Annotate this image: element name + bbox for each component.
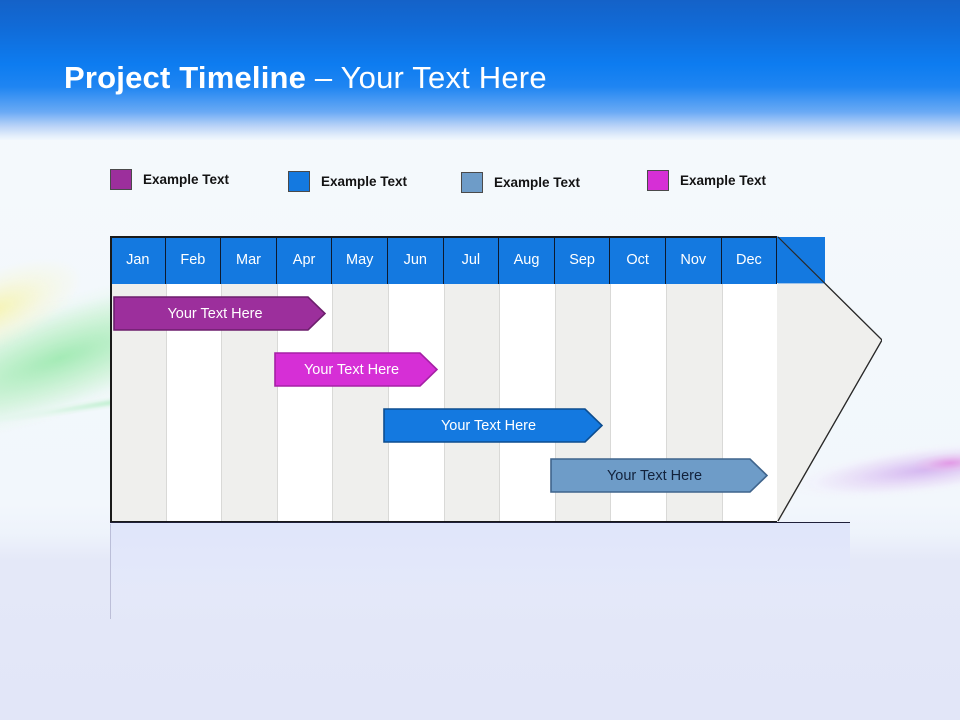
month-header-dec[interactable]: Dec bbox=[721, 236, 778, 284]
title-light: – Your Text Here bbox=[306, 60, 547, 95]
month-header-label: Mar bbox=[235, 251, 261, 268]
gantt-column-separator bbox=[721, 284, 723, 522]
task-bar-4[interactable]: Your Text Here bbox=[550, 458, 768, 493]
legend-swatch-icon-1 bbox=[110, 169, 132, 190]
gantt-column-separator bbox=[666, 284, 667, 522]
gantt-column-separator bbox=[388, 284, 389, 522]
timeline-arrow-head bbox=[777, 236, 882, 522]
month-header-label: May bbox=[345, 251, 374, 268]
legend-label-1: Example Text bbox=[143, 172, 230, 187]
month-header-label: Aug bbox=[513, 251, 540, 268]
task-bar-3[interactable]: Your Text Here bbox=[383, 408, 603, 443]
month-header-label: Oct bbox=[626, 251, 649, 268]
month-header-label: Jul bbox=[461, 251, 481, 268]
gantt-column-separator bbox=[554, 284, 556, 522]
month-header-jul[interactable]: Jul bbox=[443, 236, 500, 284]
gantt-column-separator bbox=[276, 284, 278, 522]
month-header-nov[interactable]: Nov bbox=[666, 236, 722, 284]
gantt-column-separator bbox=[221, 284, 223, 522]
legend-label-4: Example Text bbox=[680, 173, 767, 188]
header-banner bbox=[0, 0, 960, 140]
month-header-label: Apr bbox=[292, 251, 316, 268]
month-header-label: Jun bbox=[403, 251, 427, 268]
slide-title: Project Timeline – Your Text Here bbox=[64, 60, 547, 96]
month-header-jun[interactable]: Jun bbox=[388, 236, 444, 284]
gantt-column-separator bbox=[499, 284, 501, 522]
task-bar-shape bbox=[383, 408, 603, 443]
task-bar-shape bbox=[550, 458, 768, 493]
legend-swatch-icon-2 bbox=[288, 171, 310, 192]
legend-label-3: Example Text bbox=[494, 175, 581, 190]
gantt-column-separator bbox=[443, 284, 445, 522]
month-header-apr[interactable]: Apr bbox=[276, 236, 333, 284]
decorative-pink-swoosh bbox=[903, 441, 960, 485]
gantt-frame-left bbox=[110, 236, 112, 522]
legend-item-1: Example Text bbox=[110, 169, 229, 190]
gantt-column-separator bbox=[610, 284, 612, 522]
task-bar-1[interactable]: Your Text Here bbox=[113, 296, 326, 331]
task-bar-shape bbox=[274, 352, 438, 387]
legend-item-4: Example Text bbox=[647, 170, 766, 191]
legend-swatch-icon-4 bbox=[647, 170, 669, 191]
month-header-label: Sep bbox=[569, 251, 595, 268]
reflection-left-line bbox=[110, 524, 111, 619]
table-bottom-edge bbox=[110, 521, 850, 523]
slide-reflection bbox=[110, 523, 850, 621]
gantt-column-separator bbox=[165, 284, 167, 522]
legend-item-2: Example Text bbox=[288, 171, 407, 192]
month-header-label: Jan bbox=[126, 251, 150, 268]
month-header-label: Dec bbox=[735, 251, 762, 268]
month-header-jan[interactable]: Jan bbox=[110, 236, 166, 284]
gantt-frame-bottom bbox=[110, 520, 777, 522]
gantt-frame-top bbox=[110, 236, 777, 238]
month-header-aug[interactable]: Aug bbox=[499, 236, 555, 284]
gantt-chart: Jan Feb Mar Apr May Jun Jul Aug Sep Oct Nov Dec bbox=[110, 236, 778, 522]
month-header-mar[interactable]: Mar bbox=[221, 236, 277, 284]
month-header-sep[interactable]: Sep bbox=[554, 236, 611, 284]
title-strong: Project Timeline bbox=[64, 60, 307, 95]
legend-item-3: Example Text bbox=[461, 172, 580, 193]
month-header-label: Feb bbox=[180, 251, 206, 268]
month-header-oct[interactable]: Oct bbox=[610, 236, 666, 284]
gantt-column-separator bbox=[332, 284, 334, 522]
month-header-may[interactable]: May bbox=[332, 236, 388, 284]
legend-label-2: Example Text bbox=[321, 174, 408, 189]
task-bar-2[interactable]: Your Text Here bbox=[274, 352, 438, 387]
month-header-label: Nov bbox=[680, 251, 707, 268]
task-bar-shape bbox=[113, 296, 326, 331]
month-header-feb[interactable]: Feb bbox=[165, 236, 222, 284]
legend-swatch-icon-3 bbox=[461, 172, 483, 193]
